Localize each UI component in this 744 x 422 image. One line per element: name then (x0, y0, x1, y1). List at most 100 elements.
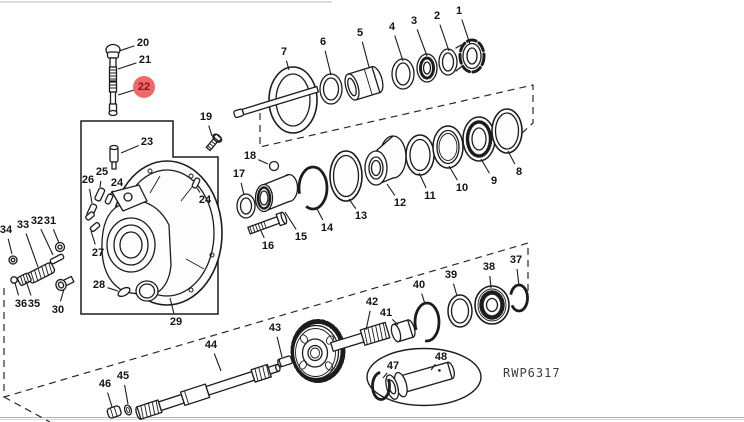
part-label-7: 7 (281, 46, 287, 58)
part-label-14: 14 (321, 222, 334, 234)
part-label-24: 24 (199, 194, 212, 206)
leader-line-25 (99, 180, 102, 188)
part-18-ball (268, 160, 280, 172)
part-label-1: 1 (456, 5, 462, 17)
leader-line-33 (25, 233, 39, 268)
part-label-46: 46 (99, 378, 111, 390)
axle-housing-outline (366, 347, 482, 407)
part-label-2: 2 (434, 10, 440, 22)
highlight-marker (133, 76, 155, 98)
part-label-35: 35 (28, 298, 40, 310)
part-28-pin (117, 286, 131, 298)
part-label-27: 27 (92, 247, 104, 259)
part-29-housing (101, 160, 223, 306)
leader-line-19 (208, 125, 213, 137)
leader-line-29 (169, 297, 175, 314)
leader-line-39 (452, 283, 458, 297)
part-3-bearing (416, 53, 438, 83)
leader-line-9 (480, 158, 490, 174)
part-label-23: 23 (141, 136, 153, 148)
part-17-seal (236, 193, 256, 219)
leader-line-8 (507, 150, 516, 165)
part-label-9: 9 (491, 175, 497, 187)
leader-line-43 (276, 336, 283, 358)
part-label-29: 29 (170, 316, 182, 328)
part-32-pin (49, 253, 65, 265)
part-label-22: 22 (138, 81, 150, 93)
leader-line-28 (107, 287, 119, 292)
part-label-43: 43 (269, 322, 281, 334)
housing-detail-box (80, 120, 219, 315)
part-37-snap-ring (509, 283, 529, 313)
part-16-bolt (247, 211, 288, 235)
part-label-21: 21 (139, 54, 151, 66)
part-label-24: 24 (111, 177, 124, 189)
part-label-3: 3 (411, 15, 417, 27)
part-27-pins (85, 211, 101, 232)
part-8-ring (491, 108, 523, 154)
leader-line-16 (260, 230, 265, 239)
part-label-16: 16 (262, 240, 274, 252)
part-25-pin (94, 187, 106, 202)
leader-line-1 (461, 19, 471, 45)
part-label-44: 44 (205, 339, 218, 351)
leader-line-36 (14, 282, 20, 296)
part-47-snap-ring (371, 371, 391, 401)
leader-line-12 (386, 183, 396, 196)
drive-gear (290, 319, 346, 383)
part-40-snap-ring (413, 301, 441, 343)
leader-line-32 (40, 228, 54, 256)
part-46-roller (106, 405, 122, 419)
part-label-33: 33 (17, 219, 29, 231)
part-label-12: 12 (394, 197, 406, 209)
leader-line-46 (107, 392, 113, 408)
leader-line-34 (7, 238, 13, 255)
leader-line-26 (89, 188, 93, 204)
leader-line-45 (124, 384, 129, 405)
part-19-bolt (205, 133, 223, 152)
part-24-pin-right (191, 177, 201, 189)
part-9-bearing-ring (462, 116, 496, 162)
part-label-32: 32 (31, 215, 43, 227)
leader-line-31 (52, 229, 60, 244)
leader-line-21 (117, 62, 137, 70)
part-label-28: 28 (93, 279, 105, 291)
part-label-48: 48 (435, 351, 447, 363)
part-15-bearing (254, 173, 299, 213)
part-34-nut (8, 255, 18, 265)
part-label-8: 8 (516, 166, 522, 178)
part-label-5: 5 (357, 27, 363, 39)
part-label-4: 4 (389, 21, 396, 33)
leader-line-18 (258, 159, 269, 165)
part-4-seal (391, 58, 415, 90)
leader-line-37 (516, 268, 520, 287)
part-label-19: 19 (200, 111, 212, 123)
leader-line-24 (109, 190, 113, 196)
part-43-roller (277, 355, 293, 368)
part-label-18: 18 (244, 150, 256, 162)
leader-line-27 (90, 230, 96, 245)
leader-line-48 (430, 363, 436, 371)
leader-line-17 (240, 182, 245, 196)
part-label-15: 15 (295, 231, 307, 243)
part-14-snap-ring (297, 165, 329, 211)
part-label-37: 37 (510, 254, 522, 266)
part-label-36: 36 (15, 298, 27, 310)
part-label-31: 31 (44, 215, 56, 227)
part-label-41: 41 (380, 307, 392, 319)
part-label-10: 10 (456, 182, 468, 194)
part-42-shaft-end (330, 321, 391, 352)
part-label-30: 30 (52, 304, 64, 316)
part-6-seal (319, 73, 343, 105)
leader-line-20 (118, 45, 135, 52)
part-label-38: 38 (483, 261, 495, 273)
part-7-retainer (233, 66, 320, 134)
part-11-ring (405, 134, 435, 176)
leader-line-11 (418, 172, 427, 189)
part-30-plug (55, 275, 75, 292)
part-label-13: 13 (355, 210, 367, 222)
leader-line-24 (196, 187, 201, 193)
part-24-pin-left (104, 193, 114, 205)
part-label-20: 20 (137, 37, 149, 49)
